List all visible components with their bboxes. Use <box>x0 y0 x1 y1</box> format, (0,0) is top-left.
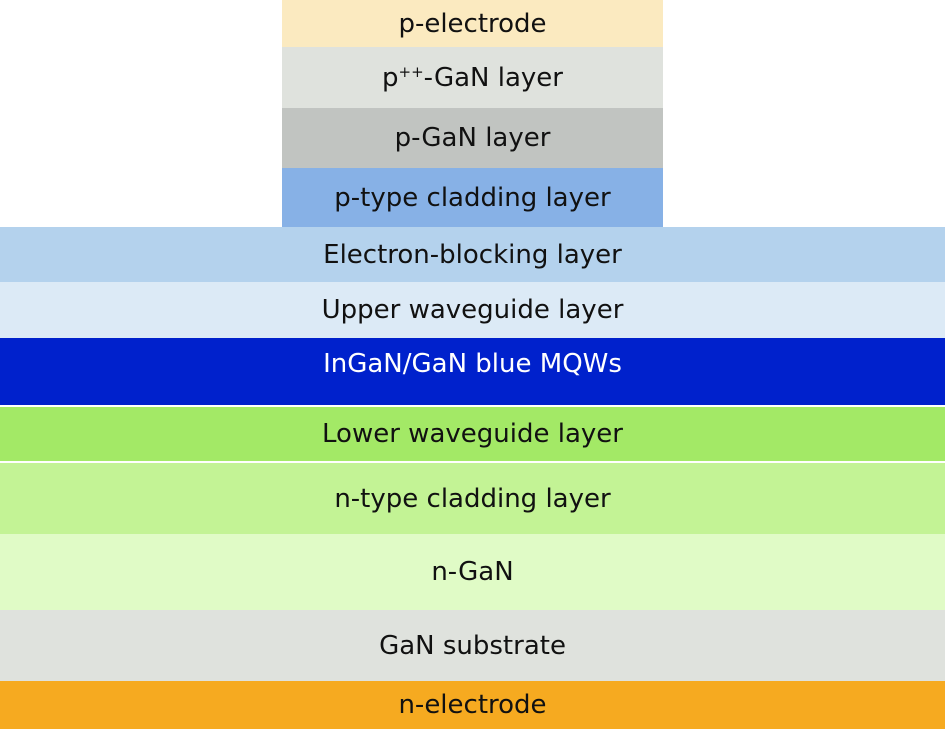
layer-electron-blocking: Electron-blocking layer <box>0 227 945 282</box>
layer-p-electrode: p-electrode <box>282 0 663 47</box>
layer-n-electrode: n-electrode <box>0 681 945 729</box>
layer-label: Electron-blocking layer <box>323 239 622 270</box>
layer-label: p-GaN layer <box>394 123 551 153</box>
layer-label: p++-GaN layer <box>382 63 563 93</box>
label-base: p <box>381 62 399 93</box>
layer-n-type-cladding: n-type cladding layer <box>0 463 945 534</box>
layer-label: p-type cladding layer <box>334 182 611 213</box>
layer-mqw: InGaN/GaN blue MQWs <box>0 338 945 405</box>
layer-label: n-type cladding layer <box>334 483 611 514</box>
layer-p-gan: p-GaN layer <box>282 108 663 168</box>
layer-p-plus-plus-gan: p++-GaN layer <box>282 47 663 108</box>
layer-label: InGaN/GaN blue MQWs <box>323 349 622 379</box>
layer-label: Upper waveguide layer <box>321 295 624 325</box>
label-rest: -GaN layer <box>423 62 563 93</box>
layer-label: GaN substrate <box>379 630 566 661</box>
label-superscript: ++ <box>398 62 424 81</box>
layer-label: n-GaN <box>431 557 514 587</box>
layer-upper-waveguide: Upper waveguide layer <box>0 282 945 338</box>
layer-label: Lower waveguide layer <box>322 419 623 449</box>
layer-gan-substrate: GaN substrate <box>0 610 945 681</box>
layer-p-type-cladding: p-type cladding layer <box>282 168 663 227</box>
layer-label: n-electrode <box>398 690 547 720</box>
layer-lower-waveguide: Lower waveguide layer <box>0 407 945 461</box>
layer-n-gan: n-GaN <box>0 534 945 610</box>
layer-label: p-electrode <box>398 8 547 39</box>
